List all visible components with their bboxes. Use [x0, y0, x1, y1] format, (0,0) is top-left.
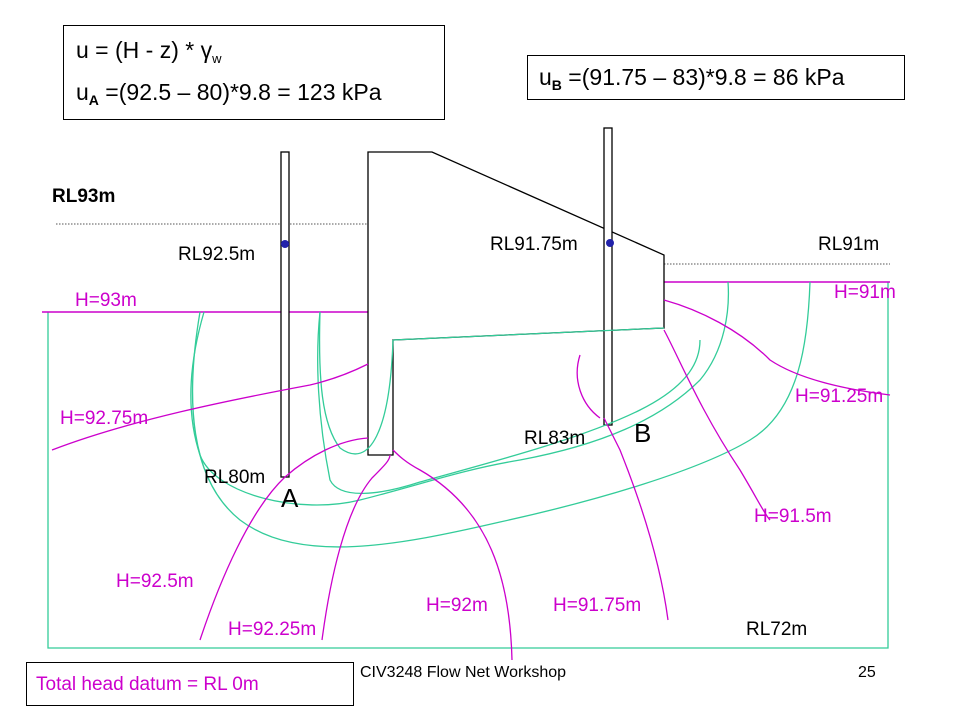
piezometer-level-b — [606, 239, 614, 247]
pore-pressure-b: uB =(91.75 – 83)*9.8 = 86 kPa — [539, 64, 845, 93]
head-label-91: H=91m — [834, 282, 896, 303]
standpipe-a — [280, 151, 290, 478]
label-rl83: RL83m — [524, 428, 586, 449]
flow-line-3 — [317, 311, 701, 495]
footer-page-number: 25 — [858, 664, 876, 681]
head-label-92: H=92m — [426, 595, 488, 616]
equipotential-91-5 — [663, 329, 771, 521]
gamma-subscript: w — [212, 51, 222, 66]
datum-note-box: Total head datum = RL 0m — [26, 662, 354, 706]
piezometer-level-a — [281, 240, 289, 248]
flow-line-1 — [318, 311, 665, 455]
pore-pressure-b-value: =(91.75 – 83)*9.8 = 86 kPa — [561, 64, 845, 90]
dam-structure — [367, 151, 665, 456]
u-symbol: u — [76, 79, 89, 105]
equipotential-91-75 — [603, 417, 669, 621]
head-label-92-75: H=92.75m — [60, 408, 149, 429]
head-label-93: H=93m — [75, 290, 137, 311]
head-label-92-5: H=92.5m — [116, 571, 194, 592]
head-label-91-75: H=91.75m — [553, 595, 642, 616]
gamma-symbol: γ — [200, 37, 213, 63]
formula-text: u = (H - z) * — [76, 37, 201, 63]
pore-pressure-a-value: =(92.5 – 80)*9.8 = 123 kPa — [98, 79, 382, 105]
label-rl80: RL80m — [204, 467, 266, 488]
u-symbol-b: u — [539, 64, 552, 90]
flow-lines — [190, 281, 811, 548]
label-rl72: RL72m — [746, 619, 808, 640]
equipotential-92-25 — [321, 454, 391, 641]
equipotential-92-75 — [51, 363, 369, 451]
pore-pressure-formula: u = (H - z) * γw — [76, 37, 222, 66]
footer-course-title: CIV3248 Flow Net Workshop — [360, 664, 567, 681]
equipotential-91-25 — [663, 299, 891, 396]
datum-note: Total head datum = RL 0m — [36, 674, 259, 695]
flow-line-4 — [191, 281, 811, 548]
u-subscript-a: A — [88, 92, 99, 108]
label-rl91: RL91m — [818, 234, 880, 255]
pore-pressure-b-box: uB =(91.75 – 83)*9.8 = 86 kPa — [527, 55, 905, 100]
label-rl91-75: RL91.75m — [490, 234, 578, 255]
point-b-label: B — [634, 418, 652, 448]
equipotential-91-5-upper — [576, 354, 601, 419]
head-label-92-25: H=92.25m — [228, 619, 317, 640]
head-label-91-25: H=91.25m — [795, 386, 884, 407]
point-a-label: A — [281, 483, 299, 513]
equipotential-92-5 — [199, 437, 369, 641]
label-rl92-5: RL92.5m — [178, 244, 256, 265]
soil-boundary — [47, 282, 889, 649]
equipotential-lines — [51, 299, 891, 661]
u-subscript-b: B — [551, 77, 562, 93]
standpipe-b — [603, 127, 613, 426]
head-label-91-5: H=91.5m — [754, 506, 832, 527]
pore-pressure-a: uA =(92.5 – 80)*9.8 = 123 kPa — [76, 79, 382, 108]
equipotential-92 — [392, 449, 513, 661]
label-rl93: RL93m — [52, 186, 116, 207]
pore-pressure-equation-box: u = (H - z) * γw uA =(92.5 – 80)*9.8 = 1… — [63, 25, 445, 120]
